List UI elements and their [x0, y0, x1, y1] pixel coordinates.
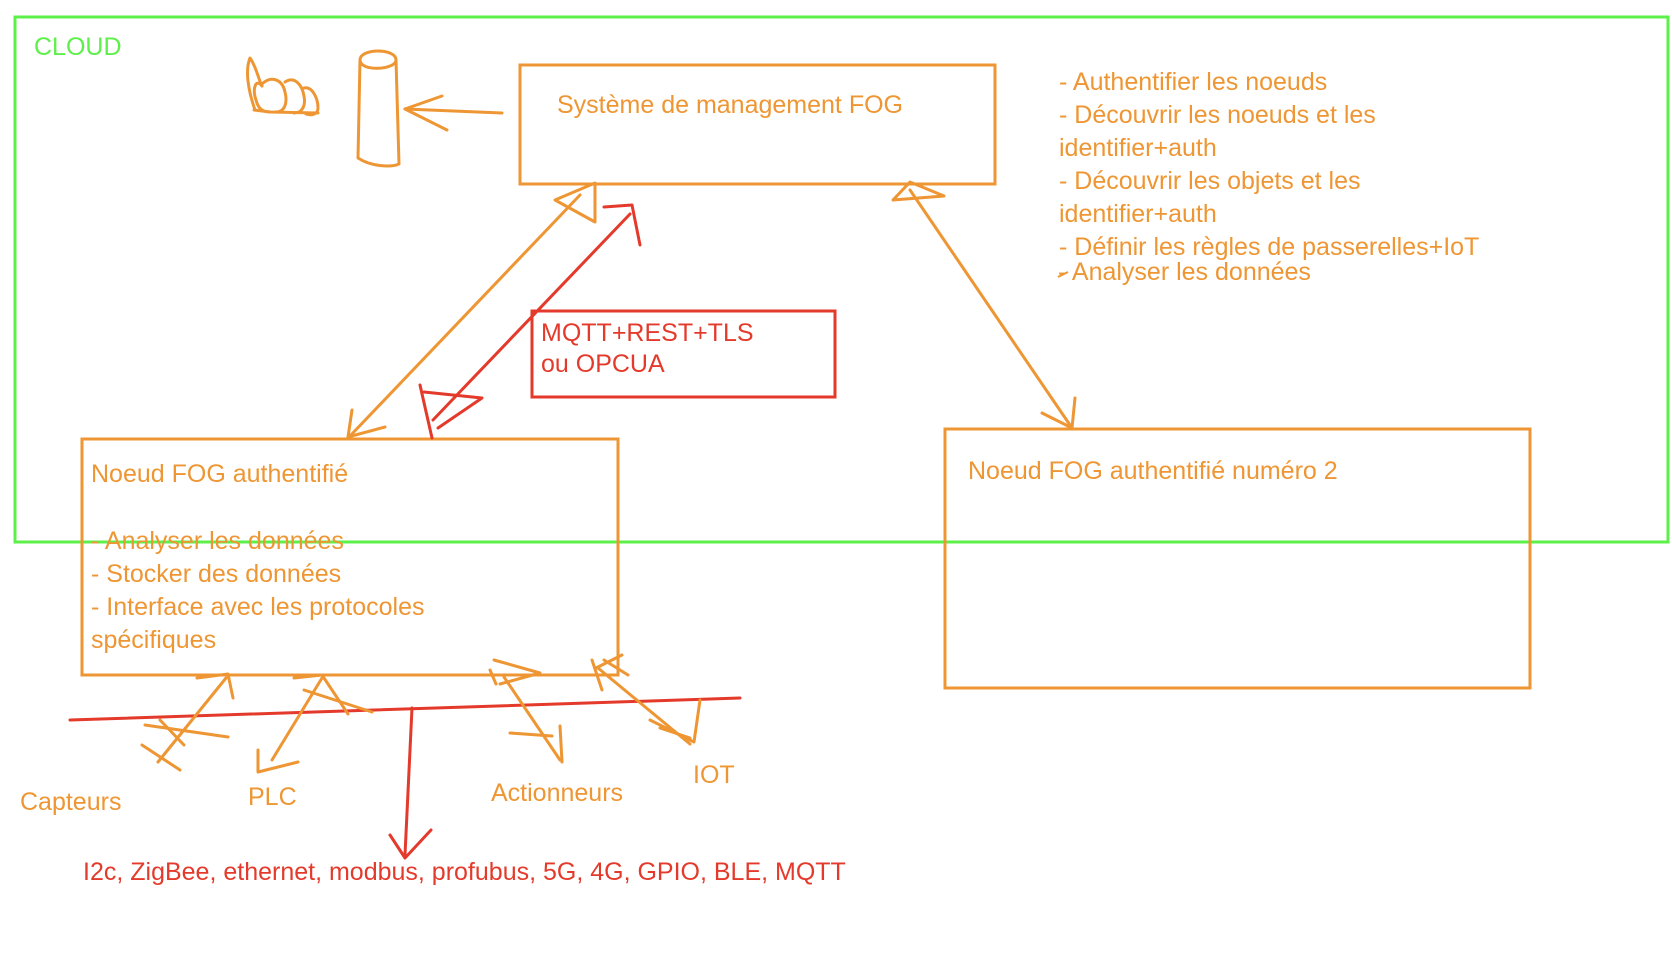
node1-box [80, 437, 620, 677]
db-arrow-icon [403, 94, 504, 132]
iot-arrow [590, 653, 702, 746]
node2-title: Noeud FOG authentifié numéro 2 [968, 457, 1338, 485]
device-plc-label: PLC [248, 783, 297, 811]
device-bus-line [68, 696, 742, 722]
management-task-last: - Analyser les données [1058, 258, 1311, 286]
bus-protocols-label: I2c, ZigBee, ethernet, modbus, profubus,… [83, 858, 846, 886]
management-task: - Découvrir les noeuds et les [1059, 101, 1376, 129]
management-box [518, 63, 997, 186]
protocol-line-1: MQTT+REST+TLS [541, 319, 754, 347]
protocol-text: MQTT+REST+TLS ou OPCUA [541, 318, 754, 380]
cloud-frame [13, 15, 1670, 544]
management-title: Système de management FOG [557, 91, 903, 119]
analysis-dash [1057, 271, 1069, 278]
cloud-label: CLOUD [34, 33, 122, 61]
mgmt-node1-protocol-arrow [418, 203, 642, 440]
mgmt-node2-arrow [891, 180, 1077, 430]
capteurs-arrow [140, 672, 235, 772]
node1-task: - Stocker des données [91, 560, 342, 588]
protocol-box [530, 309, 837, 399]
management-task: - Découvrir les objets et les [1059, 167, 1361, 195]
node1-task: - Interface avec les protocoles [91, 593, 425, 621]
management-task: identifier+auth [1059, 200, 1217, 228]
management-task: - Authentifier les noeuds [1059, 68, 1328, 96]
node1-task: - Analyser les données [91, 527, 344, 555]
user-hand-sketch-icon [246, 56, 320, 117]
device-capteurs-label: Capteurs [20, 788, 122, 816]
plc-arrow [256, 673, 374, 774]
management-task: identifier+auth [1059, 134, 1217, 162]
actionneurs-arrow [488, 658, 564, 764]
device-actionneurs-label: Actionneurs [491, 779, 624, 807]
node1-task: spécifiques [91, 626, 217, 654]
node2-box [943, 427, 1532, 690]
mgmt-node1-arrow [346, 181, 597, 439]
bus-protocols-arrow [388, 706, 433, 860]
management-task: - Définir les règles de passerelles+IoT [1059, 233, 1480, 261]
protocol-line-2: ou OPCUA [541, 350, 665, 378]
node1-task-list: - Analyser les données - Stocker des don… [91, 525, 425, 657]
device-iot-label: IOT [693, 761, 735, 789]
node1-title: Noeud FOG authentifié [91, 460, 349, 488]
database-icon [356, 49, 401, 168]
management-task-list: - Authentifier les noeuds - Découvrir le… [1059, 66, 1479, 264]
